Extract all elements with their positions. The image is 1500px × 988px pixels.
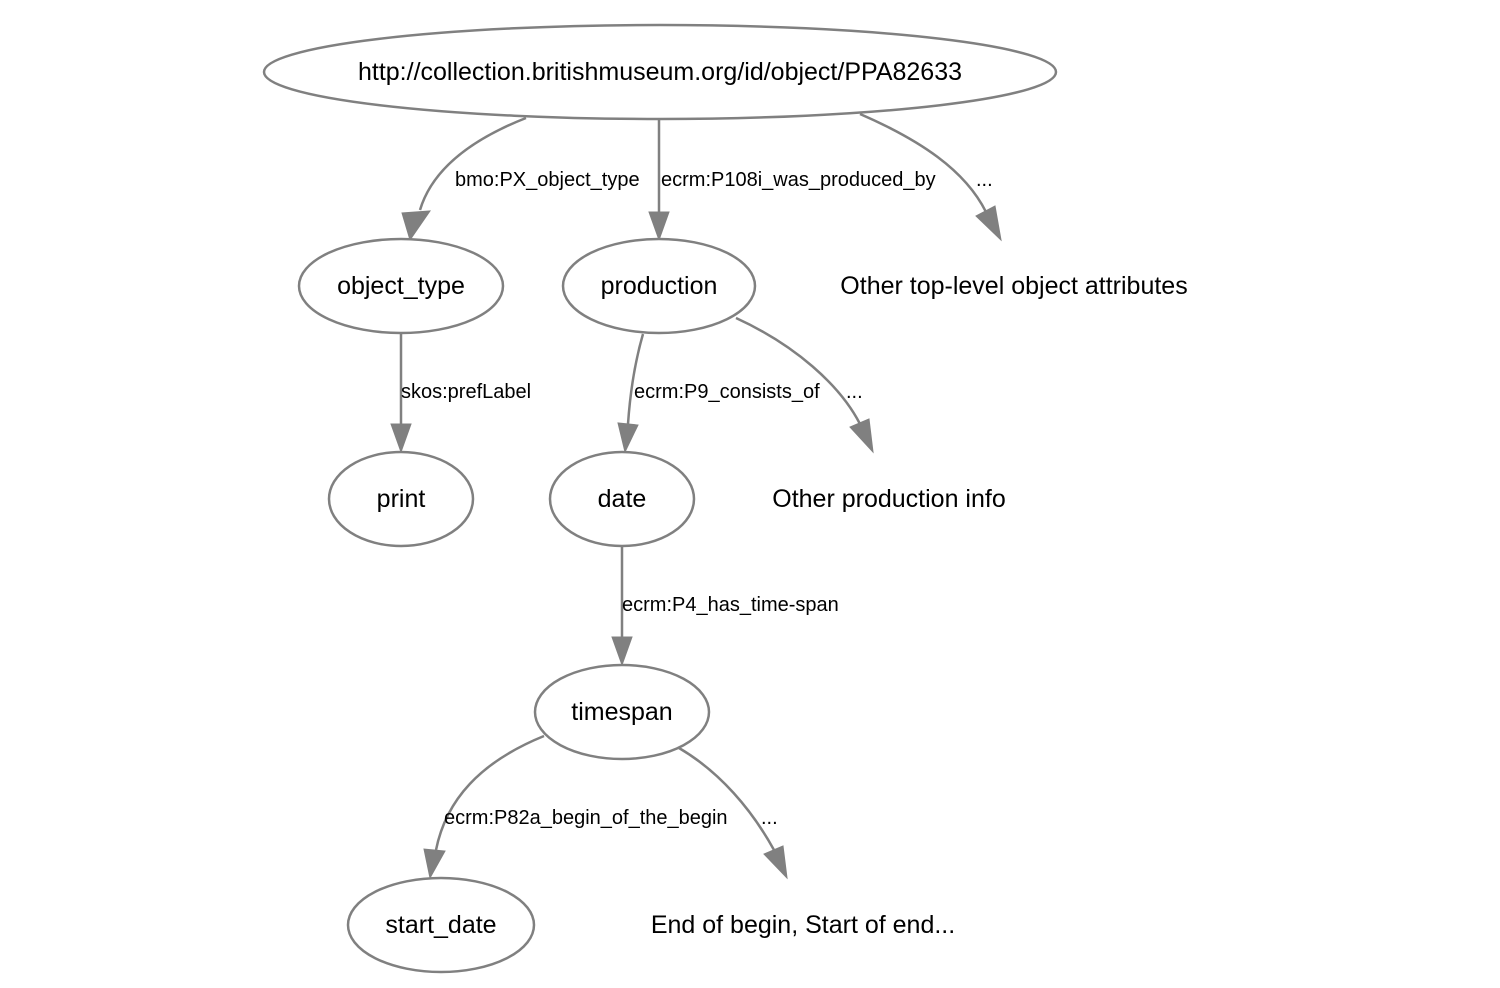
edge-date-to-timespan bbox=[611, 547, 633, 667]
edge-label-time-span: ecrm:P4_has_time-span bbox=[622, 594, 839, 616]
edge-root-to-object-type bbox=[401, 116, 527, 242]
edge-object-type-to-print bbox=[390, 334, 412, 454]
edge-production-to-date bbox=[617, 333, 645, 454]
node-other-top-level-label: Other top-level object attributes bbox=[840, 272, 1187, 300]
node-start-date-label: start_date bbox=[385, 911, 496, 939]
node-date: date bbox=[548, 450, 696, 548]
node-print: print bbox=[327, 450, 475, 548]
node-print-label: print bbox=[377, 485, 426, 513]
edge-root-to-production bbox=[648, 120, 670, 242]
edge-label-root-more: ... bbox=[976, 169, 993, 191]
node-object-type-label: object_type bbox=[337, 272, 465, 300]
node-timespan: timespan bbox=[533, 663, 711, 761]
edge-label-consists-of: ecrm:P9_consists_of bbox=[634, 381, 820, 403]
edge-label-pref-label: skos:prefLabel bbox=[401, 381, 531, 403]
edge-timespan-to-start-date bbox=[423, 734, 545, 880]
edge-label-production-more: ... bbox=[846, 381, 863, 403]
node-other-production-label: Other production info bbox=[772, 485, 1005, 513]
node-timespan-label: timespan bbox=[571, 698, 672, 726]
edge-timespan-to-end-of-begin bbox=[678, 746, 788, 880]
node-end-of-begin: End of begin, Start of end... bbox=[651, 911, 955, 939]
node-end-of-begin-label: End of begin, Start of end... bbox=[651, 911, 955, 939]
edge-production-to-other-info bbox=[735, 316, 874, 454]
edge-root-to-other-attributes bbox=[859, 112, 1002, 242]
node-start-date: start_date bbox=[346, 876, 536, 974]
node-date-label: date bbox=[598, 485, 647, 513]
node-production-label: production bbox=[601, 272, 718, 300]
node-object-type: object_type bbox=[297, 237, 505, 335]
edge-label-begin-of-begin: ecrm:P82a_begin_of_the_begin bbox=[444, 807, 728, 829]
node-root-label: http://collection.britishmuseum.org/id/o… bbox=[358, 58, 962, 86]
node-root: http://collection.britishmuseum.org/id/o… bbox=[262, 23, 1058, 121]
node-other-production: Other production info bbox=[772, 485, 1005, 513]
edge-label-object-type: bmo:PX_object_type bbox=[455, 169, 640, 191]
edge-label-timespan-more: ... bbox=[761, 807, 778, 829]
node-production: production bbox=[561, 237, 757, 335]
node-other-top-level: Other top-level object attributes bbox=[840, 272, 1187, 300]
edge-label-produced-by: ecrm:P108i_was_produced_by bbox=[661, 169, 936, 191]
